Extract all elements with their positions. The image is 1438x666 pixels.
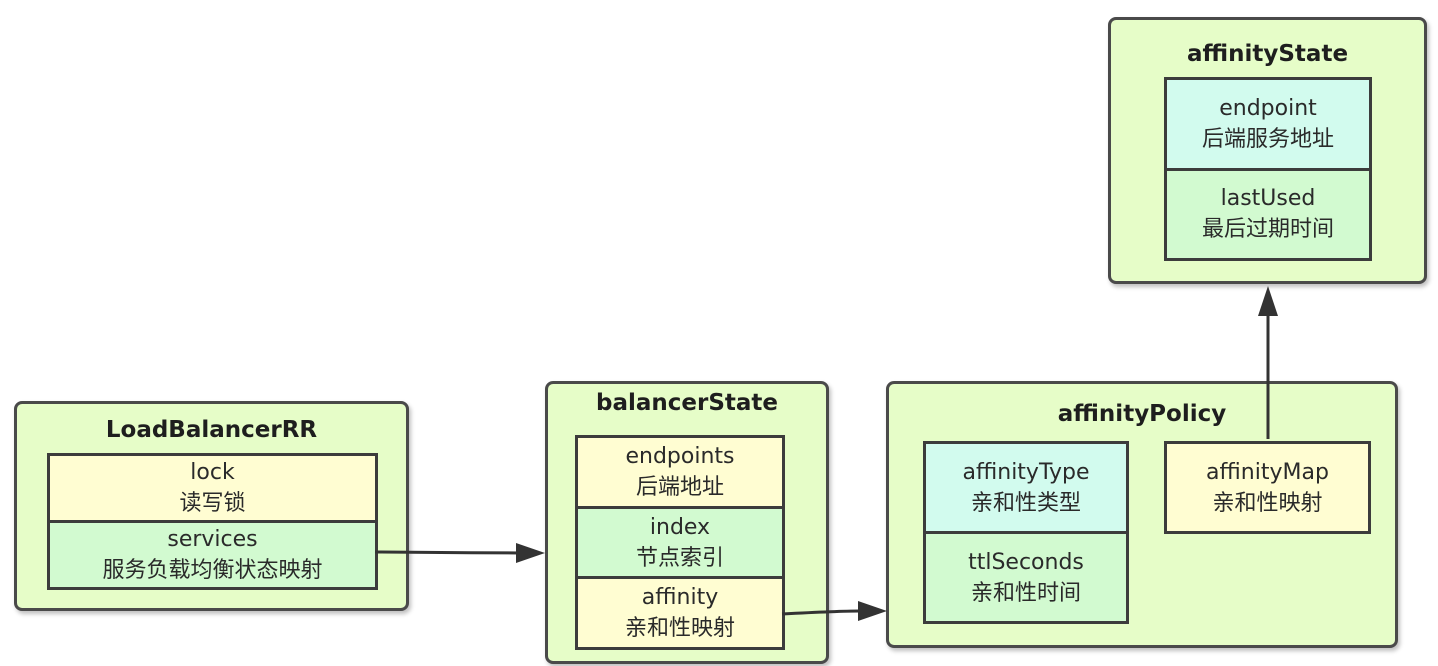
field-affinity: affinity 亲和性映射 bbox=[578, 576, 782, 648]
field-lock: lock 读写锁 bbox=[50, 456, 375, 520]
affinity-policy-fields: affinityType 亲和性类型 ttlSeconds 亲和性时间 bbox=[923, 441, 1129, 624]
affinity-state-box: affinityState endpoint 后端服务地址 lastUsed 最… bbox=[1108, 17, 1427, 284]
field-ttl-seconds-name: ttlSeconds bbox=[968, 549, 1084, 575]
field-affinity-map-desc: 亲和性映射 bbox=[1212, 490, 1323, 516]
balancer-state-box: balancerState endpoints 后端地址 index 节点索引 … bbox=[545, 381, 829, 664]
balancer-state-fields: endpoints 后端地址 index 节点索引 affinity 亲和性映射 bbox=[575, 435, 785, 650]
load-balancer-rr-fields: lock 读写锁 services 服务负载均衡状态映射 bbox=[47, 453, 378, 590]
arrowhead-affinity-policy bbox=[858, 601, 887, 621]
field-services-name: services bbox=[167, 527, 258, 552]
field-last-used-desc: 最后过期时间 bbox=[1201, 217, 1334, 243]
balancer-state-title: balancerState bbox=[595, 390, 778, 416]
field-endpoint-name: endpoint bbox=[1219, 95, 1317, 121]
field-ttl-seconds-desc: 亲和性时间 bbox=[970, 580, 1081, 606]
field-services: services 服务负载均衡状态映射 bbox=[50, 520, 375, 587]
field-endpoint-desc: 后端服务地址 bbox=[1201, 126, 1334, 152]
field-endpoint: endpoint 后端服务地址 bbox=[1167, 80, 1369, 168]
field-index-desc: 节点索引 bbox=[635, 545, 724, 571]
arrowhead-balancer-state bbox=[516, 543, 545, 563]
field-index-name: index bbox=[649, 514, 711, 540]
field-index: index 节点索引 bbox=[578, 505, 782, 577]
field-affinity-type: affinityType 亲和性类型 bbox=[926, 444, 1126, 531]
field-lock-desc: 读写锁 bbox=[179, 491, 246, 516]
affinity-state-fields: endpoint 后端服务地址 lastUsed 最后过期时间 bbox=[1164, 77, 1372, 261]
field-endpoints: endpoints 后端地址 bbox=[578, 438, 782, 506]
field-lock-name: lock bbox=[190, 460, 235, 485]
load-balancer-rr-box: LoadBalancerRR lock 读写锁 services 服务负载均衡状… bbox=[14, 401, 409, 611]
affinity-policy-title: affinityPolicy bbox=[1057, 401, 1227, 427]
field-affinity-type-name: affinityType bbox=[962, 459, 1090, 485]
affinity-state-title: affinityState bbox=[1186, 41, 1349, 67]
affinity-policy-box: affinityPolicy affinityType 亲和性类型 ttlSec… bbox=[886, 381, 1398, 648]
field-ttl-seconds: ttlSeconds 亲和性时间 bbox=[926, 531, 1126, 621]
field-affinity-name: affinity bbox=[641, 585, 719, 611]
field-last-used: lastUsed 最后过期时间 bbox=[1167, 167, 1369, 258]
field-last-used-name: lastUsed bbox=[1220, 186, 1316, 212]
field-affinity-map: affinityMap 亲和性映射 bbox=[1164, 441, 1371, 534]
arrowhead-affinity-state bbox=[1258, 286, 1278, 316]
field-affinity-type-desc: 亲和性类型 bbox=[970, 490, 1081, 516]
field-affinity-desc: 亲和性映射 bbox=[624, 616, 735, 642]
field-services-desc: 服务负载均衡状态映射 bbox=[102, 558, 323, 583]
load-balancer-rr-title: LoadBalancerRR bbox=[105, 417, 318, 443]
field-endpoints-desc: 后端地址 bbox=[635, 474, 724, 500]
field-endpoints-name: endpoints bbox=[625, 443, 735, 469]
field-affinity-map-name: affinityMap bbox=[1206, 459, 1329, 485]
